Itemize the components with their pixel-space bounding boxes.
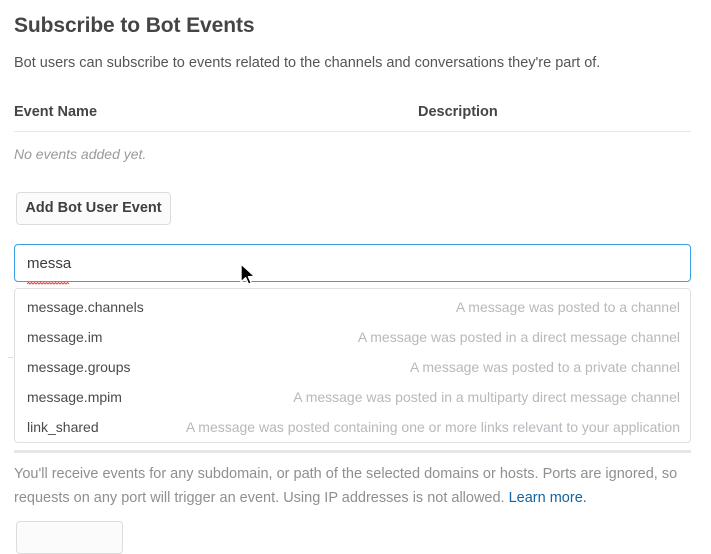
page-title: Subscribe to Bot Events bbox=[14, 14, 255, 37]
section-divider bbox=[14, 450, 691, 453]
page-subtitle: Bot users can subscribe to events relate… bbox=[14, 55, 601, 71]
option-name: message.im bbox=[27, 329, 103, 345]
option-description: A message was posted containing one or m… bbox=[185, 419, 680, 435]
list-item[interactable]: link_shared A message was posted contain… bbox=[15, 412, 690, 442]
list-item[interactable]: message.mpim A message was posted in a m… bbox=[15, 382, 690, 412]
option-name: message.channels bbox=[27, 299, 144, 315]
subscribe-bot-events-page: Subscribe to Bot Events Bot users can su… bbox=[8, 14, 691, 554]
help-text-body: You'll receive events for any subdomain,… bbox=[14, 466, 678, 506]
list-item[interactable]: message.groups A message was posted to a… bbox=[15, 352, 690, 382]
option-name: message.groups bbox=[27, 359, 131, 375]
option-description: A message was posted to a private channe… bbox=[409, 359, 680, 375]
column-header-description: Description bbox=[418, 104, 498, 120]
help-text: You'll receive events for any subdomain,… bbox=[14, 462, 686, 510]
list-item[interactable]: message.channels A message was posted to… bbox=[15, 292, 690, 322]
option-description: A message was posted in a direct message… bbox=[357, 329, 680, 345]
learn-more-link[interactable]: Learn more. bbox=[508, 490, 587, 506]
event-suggestions-dropdown[interactable]: message.channels A message was posted to… bbox=[14, 288, 691, 443]
list-item[interactable]: message.im A message was posted in a dir… bbox=[15, 322, 690, 352]
events-table-header: Event Name Description bbox=[14, 104, 691, 132]
add-bot-user-event-button[interactable]: Add Bot User Event bbox=[16, 192, 171, 225]
option-description: A message was posted in a multiparty dir… bbox=[293, 389, 680, 405]
option-description: A message was posted to a channel bbox=[455, 299, 680, 315]
event-search-input[interactable] bbox=[14, 244, 691, 282]
empty-state-message: No events added yet. bbox=[14, 146, 147, 162]
background-artifact bbox=[8, 357, 13, 358]
table-header-divider bbox=[14, 131, 691, 132]
option-name: message.mpim bbox=[27, 389, 122, 405]
bottom-action-button[interactable] bbox=[16, 521, 123, 554]
column-header-event-name: Event Name bbox=[14, 104, 98, 120]
option-name: link_shared bbox=[27, 419, 99, 435]
